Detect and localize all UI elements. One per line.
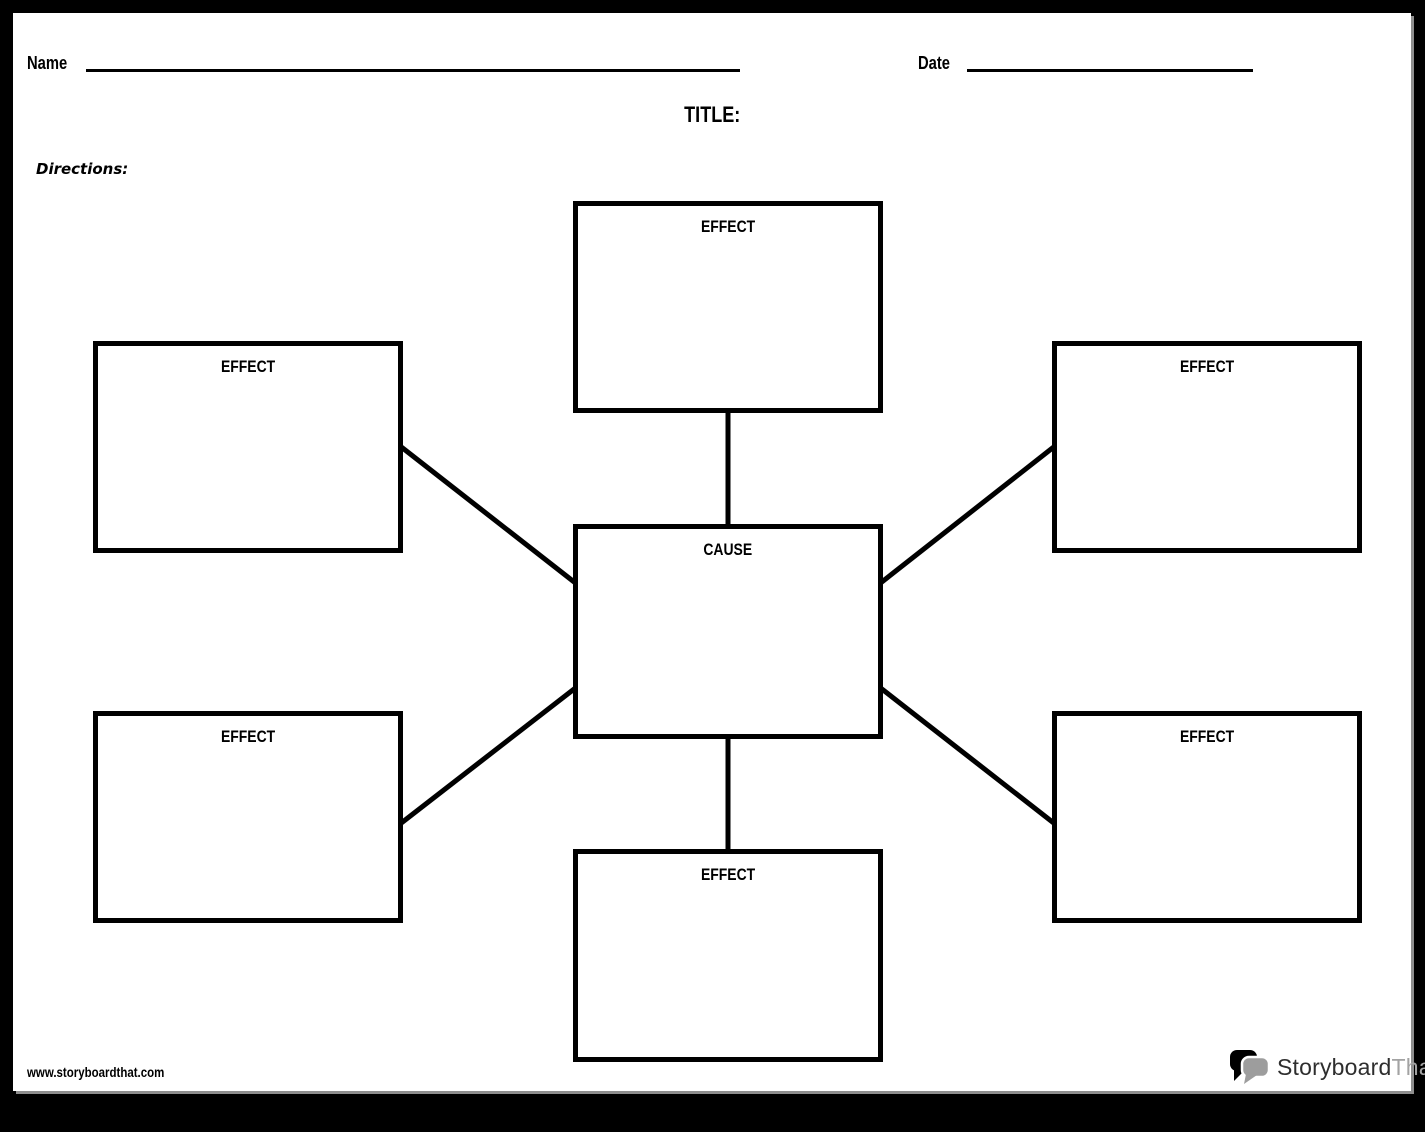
title-label[interactable]: TITLE:: [684, 102, 741, 127]
connector-line-bottom-right: [876, 684, 1057, 826]
effect-box-top-left-label: EFFECT: [220, 357, 276, 376]
date-write-line[interactable]: [967, 45, 1253, 72]
speech-bubbles-icon: [1230, 1050, 1271, 1084]
effect-box-bottom-left-label: EFFECT: [220, 727, 276, 746]
effect-box-bottom[interactable]: EFFECT: [573, 849, 883, 1062]
effect-box-bottom-left[interactable]: EFFECT: [93, 711, 403, 923]
website-url: www.storyboardthat.com: [27, 1064, 165, 1080]
name-label: Name: [27, 53, 68, 73]
cause-box-center[interactable]: CAUSE: [573, 524, 883, 739]
effect-box-bottom-label: EFFECT: [700, 865, 756, 884]
effect-box-bottom-right[interactable]: EFFECT: [1052, 711, 1362, 923]
connector-line-top-left: [398, 444, 580, 587]
effect-box-top[interactable]: EFFECT: [573, 201, 883, 413]
name-write-line[interactable]: [86, 45, 740, 72]
storyboardthat-logo[interactable]: StoryboardThat: [1229, 1049, 1425, 1085]
date-label: Date: [918, 53, 950, 73]
logo-wordmark: StoryboardThat: [1277, 1050, 1425, 1084]
effect-box-top-label: EFFECT: [700, 217, 756, 236]
effect-box-bottom-right-label: EFFECT: [1179, 727, 1235, 746]
date-field: Date: [918, 48, 1253, 72]
logo-text-primary: Storyboard: [1277, 1054, 1392, 1080]
connector-line-top-right: [876, 444, 1057, 587]
name-field: Name: [27, 48, 740, 72]
logo-text-secondary: That: [1391, 1054, 1425, 1080]
effect-box-top-left[interactable]: EFFECT: [93, 341, 403, 553]
connector-line-bottom-left: [398, 684, 580, 826]
title-row: TITLE:: [0, 102, 1425, 128]
effect-box-top-right[interactable]: EFFECT: [1052, 341, 1362, 553]
effect-box-top-right-label: EFFECT: [1179, 357, 1235, 376]
directions-label: Directions:: [36, 160, 129, 178]
cause-box-label: CAUSE: [703, 540, 753, 559]
